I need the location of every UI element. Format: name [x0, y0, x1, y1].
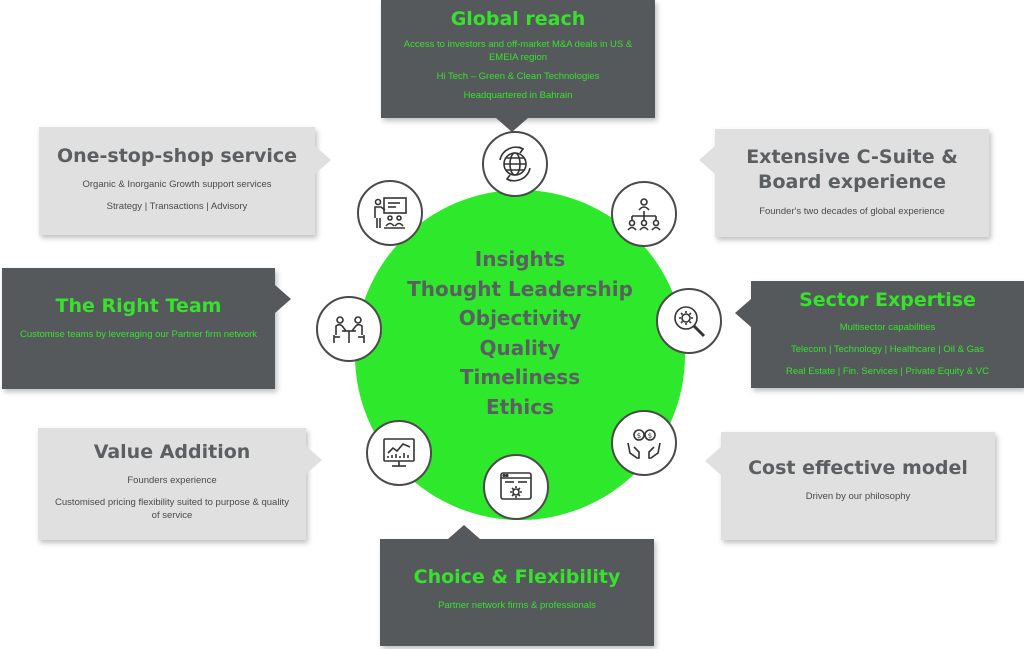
- cost-effective-pointer: [705, 447, 721, 475]
- sector-expertise-pointer: [735, 299, 751, 327]
- value-objectivity: Objectivity: [458, 306, 582, 330]
- value-addition-line-2: Customised pricing flexibility suited to…: [55, 497, 289, 521]
- org-chart-icon: [611, 181, 677, 247]
- c-suite-box: Extensive C-Suite & Board experience Fou…: [715, 129, 989, 237]
- one-stop-shop-title: One-stop-shop service: [56, 145, 298, 167]
- cost-effective-box: Cost effective model Driven by our philo…: [721, 432, 995, 540]
- one-stop-shop-line-2: Strategy | Transactions | Advisory: [106, 201, 248, 212]
- presentation-icon: [357, 180, 423, 246]
- choice-flexibility-box: Choice & Flexibility Partner network fir…: [380, 539, 654, 646]
- sector-expertise-line-1: Multisector capabilities: [839, 322, 936, 333]
- value-addition-title: Value Addition: [93, 441, 251, 463]
- analytics-screen-icon: [366, 420, 432, 486]
- c-suite-title-line-2: Board experience: [757, 171, 946, 193]
- c-suite-pointer: [699, 146, 715, 174]
- svg-text:$: $: [648, 432, 652, 440]
- one-stop-shop-box: One-stop-shop service Organic & Inorgani…: [39, 127, 315, 235]
- right-team-pointer: [275, 285, 291, 313]
- cost-effective-title: Cost effective model: [748, 457, 968, 479]
- value-thought-leadership: Thought Leadership: [407, 276, 633, 301]
- sector-expertise-box: Sector Expertise Multisector capabilitie…: [751, 281, 1024, 388]
- choice-flexibility-title: Choice & Flexibility: [413, 566, 621, 588]
- browser-gear-icon: [483, 454, 549, 520]
- right-team-line-1: Customise teams by leveraging our Partne…: [19, 329, 258, 340]
- meeting-table-icon: [316, 296, 382, 362]
- value-quality: Quality: [479, 335, 561, 360]
- global-reach-box: Global reach Access to investors and off…: [381, 0, 655, 118]
- c-suite-line-1: Founder's two decades of global experien…: [759, 206, 945, 217]
- cost-effective-line-1: Driven by our philosophy: [805, 491, 911, 502]
- value-addition-box: Value Addition Founders experience Custo…: [38, 428, 306, 540]
- svg-text:$: $: [637, 432, 641, 440]
- value-timeliness: Timeliness: [459, 365, 581, 389]
- globe-icon: [482, 131, 548, 197]
- c-suite-title-line-1: Extensive C-Suite &: [746, 146, 958, 168]
- global-reach-line-2: Hi Tech – Green & Clean Technologies: [436, 71, 600, 82]
- global-reach-title: Global reach: [450, 8, 586, 30]
- choice-flexibility-line-1: Partner network firms & professionals: [438, 600, 596, 611]
- right-team-title: The Right Team: [55, 295, 222, 317]
- sector-expertise-line-3: Real Estate | Fin. Services | Private Eq…: [786, 366, 989, 377]
- one-stop-shop-line-1: Organic & Inorganic Growth support servi…: [82, 179, 272, 190]
- money-hands-icon: $ $: [611, 410, 677, 476]
- global-reach-line-1: Access to investors and off-market M&A d…: [403, 39, 633, 63]
- sector-expertise-title: Sector Expertise: [799, 289, 976, 311]
- choice-flexibility-pointer: [448, 525, 480, 539]
- one-stop-shop-pointer: [315, 146, 331, 174]
- value-addition-line-1: Founders experience: [127, 475, 217, 486]
- global-reach-line-3: Headquartered in Bahrain: [463, 90, 573, 101]
- center-values: Insights Thought Leadership Objectivity …: [355, 245, 685, 422]
- magnifier-gear-icon: [656, 288, 722, 354]
- right-team-box: The Right Team Customise teams by levera…: [2, 268, 275, 389]
- sector-expertise-line-2: Telecom | Technology | Healthcare | Oil …: [790, 344, 985, 355]
- value-addition-pointer: [306, 446, 322, 474]
- global-reach-pointer: [496, 118, 528, 132]
- value-ethics: Ethics: [485, 394, 555, 419]
- value-insights: Insights: [474, 247, 566, 271]
